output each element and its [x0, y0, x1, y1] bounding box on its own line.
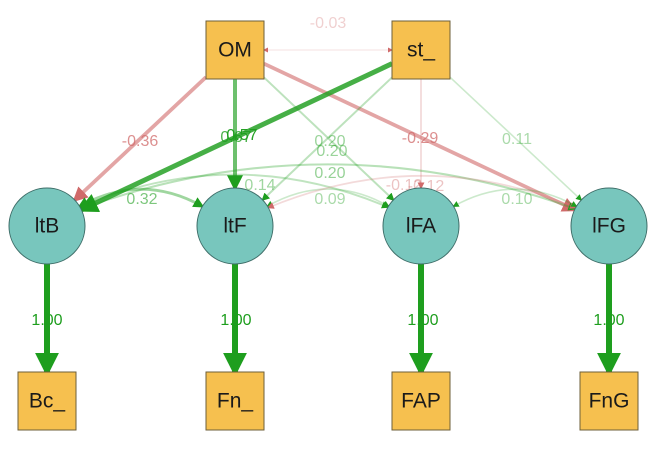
edge-itb-to-itf — [77, 187, 205, 208]
node-label: Fn_ — [217, 390, 254, 413]
node-fn: Fn_ — [205, 371, 265, 431]
edge-st-to-itf — [261, 76, 393, 201]
node-st: st_ — [391, 20, 451, 80]
edge-label-st-to-itb: 0.57 — [226, 127, 257, 144]
edge-label-ifa-to-ifg: 0.10 — [501, 191, 532, 208]
manifest-box — [391, 371, 451, 431]
edge-om-to-itb — [72, 75, 208, 203]
edge-label-itf-to-ifa: 0.09 — [314, 191, 345, 208]
node-itb: ltB — [8, 187, 86, 265]
manifest-box — [579, 371, 639, 431]
manifest-box — [205, 371, 265, 431]
node-ifa: lFA — [382, 187, 460, 265]
edge-st-to-ifg — [449, 76, 583, 201]
node-label: FAP — [401, 390, 441, 413]
node-label: ltF — [223, 215, 246, 238]
edge-label-itb-to-bc: 1.00 — [31, 312, 62, 329]
edge-label-om-to-ifg: -0.29 — [402, 130, 439, 147]
node-bc: Bc_ — [17, 371, 77, 431]
manifest-box — [205, 20, 265, 80]
edge-label-itb-to-ifa: 0.14 — [244, 177, 275, 194]
edge-label-ifg-to-fng: 1.00 — [593, 312, 624, 329]
node-ifg: lFG — [570, 187, 648, 265]
edge-label-st-to-ifg: 0.11 — [502, 131, 532, 148]
edge-ifa-to-ifg — [452, 188, 578, 208]
node-label: OM — [218, 39, 252, 62]
node-label: ltB — [35, 215, 60, 238]
node-itf: ltF — [196, 187, 274, 265]
edge-label-om-to-st: -0.03 — [310, 15, 347, 32]
edge-label-om-to-itf: 0.67 — [220, 129, 251, 146]
node-fng: FnG — [579, 371, 639, 431]
node-label: lFG — [592, 215, 626, 238]
edge-label-om-to-ifa: 0.20 — [314, 133, 345, 150]
edge-label-itf-to-fn: 1.00 — [220, 312, 251, 329]
edge-label-itb-to-itf: 0.32 — [126, 191, 157, 208]
latent-circle — [382, 187, 460, 265]
edge-itf-to-ifg — [266, 175, 578, 209]
node-om: OM — [205, 20, 265, 80]
edge-label-st-to-itf: 0.20 — [316, 143, 347, 160]
latent-circle — [8, 187, 86, 265]
edge-om-to-ifa — [263, 76, 395, 201]
edge-label-itb-to-ifg: 0.20 — [314, 165, 345, 182]
node-label: st_ — [407, 39, 435, 62]
edge-label-om-to-itb: -0.36 — [122, 133, 159, 150]
node-label: lFA — [406, 215, 436, 238]
edge-label-ifa-to-fap: 1.00 — [407, 312, 438, 329]
manifest-box — [391, 20, 451, 80]
node-label: FnG — [589, 390, 630, 413]
node-fap: FAP — [391, 371, 451, 431]
node-label: Bc_ — [29, 390, 66, 413]
latent-circle — [570, 187, 648, 265]
edge-itf-to-ifa — [266, 188, 390, 207]
edge-itb-to-ifg — [79, 163, 577, 211]
edge-om-to-ifg — [263, 61, 578, 212]
edge-st-to-itb — [77, 61, 394, 213]
manifest-box — [17, 371, 77, 431]
edge-itb-to-ifa — [78, 173, 390, 209]
latent-circle — [196, 187, 274, 265]
